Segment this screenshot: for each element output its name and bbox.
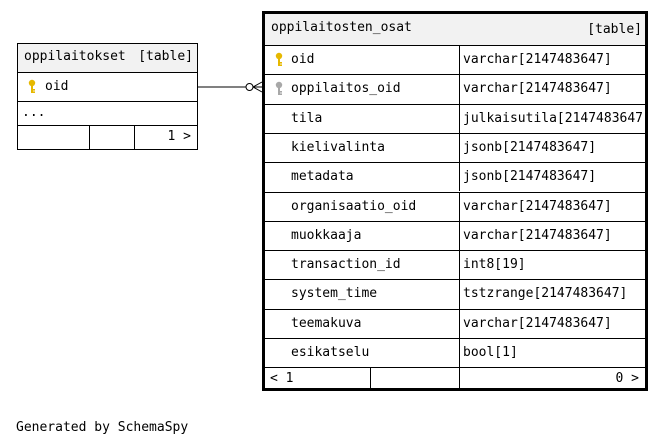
column-row[interactable]: oid (18, 72, 197, 101)
table-kind: [table] (138, 49, 193, 64)
column-name: tila (291, 110, 323, 126)
key-icon (27, 79, 37, 95)
column-row[interactable]: kielivalinta jsonb[2147483647] (265, 132, 645, 163)
column-name: organisaatio_oid (291, 198, 417, 214)
column-type: varchar[2147483647] (463, 198, 612, 214)
column-name: esikatselu (291, 345, 370, 360)
table-oppilaitosten-osat[interactable]: oppilaitosten_osat [table] oid varchar[21… (262, 11, 648, 391)
column-type: jsonb[2147483647] (463, 169, 597, 185)
table-footer: < 1 0 > (265, 367, 645, 391)
column-name: transaction_id (291, 257, 401, 273)
column-type: varchar[2147483647] (463, 227, 612, 243)
column-name: system_time (291, 286, 378, 302)
column-type: julkaisutila[2147483647] (463, 110, 647, 126)
column-type: bool[1] (463, 345, 518, 360)
column-row[interactable]: metadata jsonb[2147483647] (265, 162, 645, 192)
column-type: varchar[2147483647] (463, 81, 612, 97)
zero-or-many-circle (245, 83, 254, 91)
column-row[interactable]: teemakuva varchar[2147483647] (265, 308, 645, 338)
more-columns: ... (22, 105, 46, 120)
footer-parents-count[interactable]: < 1 (270, 371, 294, 386)
column-name: teemakuva (291, 315, 362, 331)
table-header: oppilaitosten_osat [table] (265, 14, 645, 45)
table-footer: 1 > (18, 125, 197, 149)
key-icon (274, 81, 284, 97)
column-type: int8[19] (463, 257, 526, 273)
column-type: tstzrange[2147483647] (463, 286, 628, 302)
column-name: muokkaaja (291, 227, 362, 243)
table-name: oppilaitosten_osat (271, 20, 412, 35)
column-name: oppilaitos_oid (291, 81, 401, 97)
column-type: jsonb[2147483647] (463, 139, 597, 155)
column-type: varchar[2147483647] (463, 315, 612, 331)
table-name: oppilaitokset (24, 49, 126, 64)
footer-children-count[interactable]: 1 > (167, 129, 191, 144)
column-row[interactable]: oppilaitos_oid varchar[2147483647] (265, 74, 645, 104)
column-type: varchar[2147483647] (463, 52, 612, 67)
table-header: oppilaitokset [table] (18, 44, 197, 72)
column-row[interactable]: esikatselu bool[1] (265, 338, 645, 368)
column-name: oid (291, 52, 315, 67)
column-row[interactable]: organisaatio_oid varchar[2147483647] (265, 191, 645, 221)
more-columns-row: ... (18, 101, 197, 125)
column-name: kielivalinta (291, 139, 385, 155)
column-name: metadata (291, 169, 354, 185)
table-kind: [table] (587, 22, 642, 37)
footer-children-count[interactable]: 0 > (615, 371, 639, 386)
column-row[interactable]: system_time tstzrange[2147483647] (265, 279, 645, 309)
column-row[interactable]: transaction_id int8[19] (265, 250, 645, 280)
column-row[interactable]: tila julkaisutila[2147483647] (265, 103, 647, 133)
generator-caption: Generated by SchemaSpy (16, 420, 189, 435)
column-row[interactable]: oid varchar[2147483647] (265, 45, 645, 75)
column-name: oid (45, 79, 69, 94)
column-row[interactable]: muokkaaja varchar[2147483647] (265, 220, 645, 251)
table-oppilaitokset[interactable]: oppilaitokset [table] oid ... 1 > (17, 43, 198, 150)
key-icon (274, 52, 284, 68)
